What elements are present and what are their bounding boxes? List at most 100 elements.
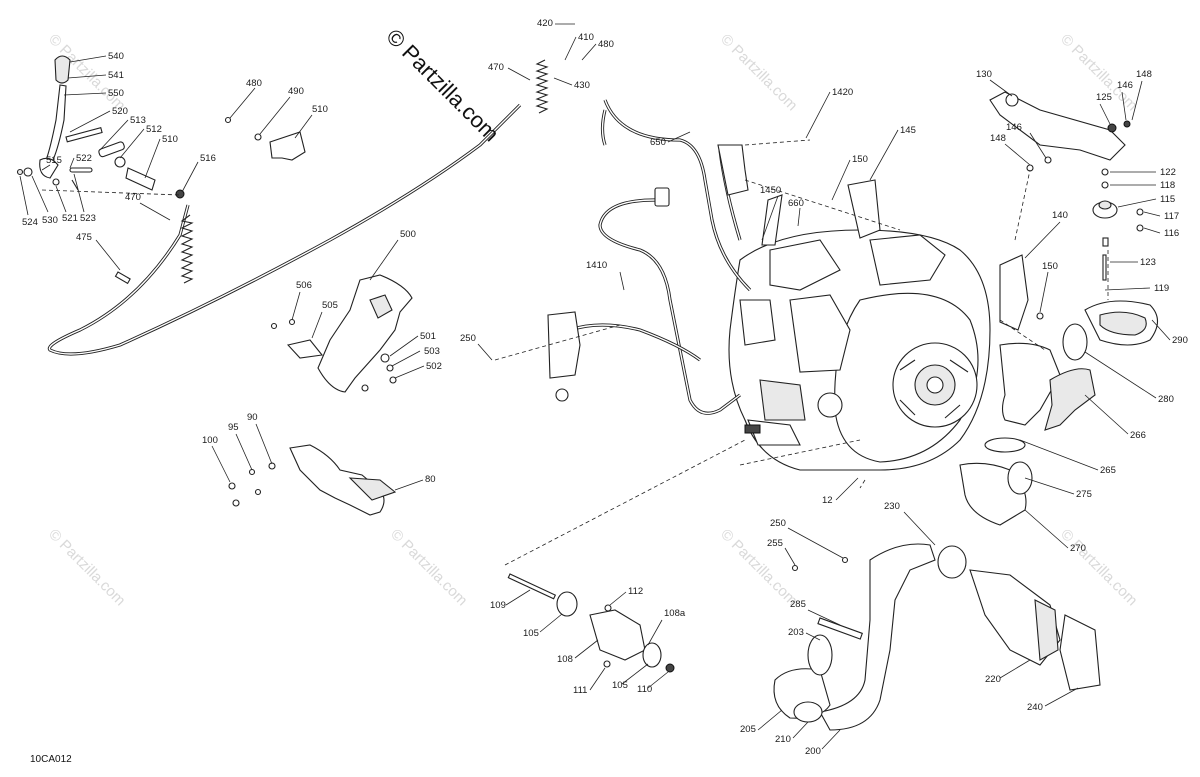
callout-label: 520 bbox=[112, 106, 128, 117]
callout-label: 125 bbox=[1096, 92, 1112, 103]
callout-label: 146 bbox=[1117, 80, 1133, 91]
callout-label: 265 bbox=[1100, 465, 1116, 476]
reference-lines bbox=[41, 139, 1109, 566]
callout-label: 255 bbox=[767, 538, 783, 549]
callout-label: 140 bbox=[1052, 210, 1068, 221]
drawing-code: 10CA012 bbox=[30, 754, 72, 765]
callout-label: 550 bbox=[108, 88, 124, 99]
callout-label: 275 bbox=[1076, 489, 1092, 500]
callout-label: 490 bbox=[288, 86, 304, 97]
callout-label: 500 bbox=[400, 229, 416, 240]
callout-label: 200 bbox=[805, 746, 821, 757]
callout-label: 513 bbox=[130, 115, 146, 126]
bracket-upper bbox=[224, 116, 306, 161]
callout-label: 117 bbox=[1164, 211, 1179, 222]
callout-label: 110 bbox=[637, 684, 652, 695]
callout-label: 119 bbox=[1154, 283, 1169, 294]
callout-label: 470 bbox=[125, 192, 141, 203]
callout-label: 515 bbox=[46, 155, 62, 166]
wiring-harness bbox=[547, 99, 881, 415]
callout-label: 410 bbox=[578, 32, 594, 43]
watermark-main: © Partzilla.com bbox=[381, 24, 504, 147]
callout-label: 420 bbox=[537, 18, 553, 29]
callout-label: 270 bbox=[1070, 543, 1086, 554]
callout-labels: 540 541 550 520 513 512 510 522 515 516 … bbox=[22, 18, 1188, 757]
watermark-faint: © Partzilla.com bbox=[717, 31, 800, 114]
callout-label: 203 bbox=[788, 627, 804, 638]
callout-label: 105 bbox=[612, 680, 628, 691]
callout-label: 111 bbox=[573, 685, 587, 696]
callout-label: 506 bbox=[296, 280, 312, 291]
callout-label: 118 bbox=[1160, 180, 1175, 191]
callout-label: 240 bbox=[1027, 702, 1043, 713]
callout-label: 116 bbox=[1164, 228, 1179, 239]
callout-label: 220 bbox=[985, 674, 1001, 685]
watermark-faint: © Partzilla.com bbox=[1057, 526, 1140, 609]
callout-label: 122 bbox=[1160, 167, 1176, 178]
callout-label: 95 bbox=[228, 422, 239, 433]
callout-label: 470 bbox=[488, 62, 504, 73]
callout-label: 108 bbox=[557, 654, 573, 665]
callout-label: 12 bbox=[822, 495, 833, 506]
callout-label: 145 bbox=[900, 125, 916, 136]
callout-label: 148 bbox=[1136, 69, 1152, 80]
callout-label: 521 bbox=[62, 213, 78, 224]
callout-label: 266 bbox=[1130, 430, 1146, 441]
callout-label: 530 bbox=[42, 215, 58, 226]
callout-label: 150 bbox=[852, 154, 868, 165]
callout-label: 512 bbox=[146, 124, 162, 135]
callout-label: 516 bbox=[200, 153, 216, 164]
pedal-assembly bbox=[228, 444, 397, 516]
callout-label: 1410 bbox=[586, 260, 607, 271]
callout-label: 501 bbox=[420, 331, 436, 342]
callout-label: 210 bbox=[775, 734, 791, 745]
shifter-cable bbox=[47, 59, 549, 356]
callout-label: 285 bbox=[790, 599, 806, 610]
watermark-faint: © Partzilla.com bbox=[717, 526, 800, 609]
watermark-faint: © Partzilla.com bbox=[387, 526, 470, 609]
callout-label: 524 bbox=[22, 217, 38, 228]
callout-label: 123 bbox=[1140, 257, 1156, 268]
callout-label: 650 bbox=[650, 137, 666, 148]
callout-label: 250 bbox=[460, 333, 476, 344]
callout-label: 250 bbox=[770, 518, 786, 529]
callout-label: 90 bbox=[247, 412, 258, 423]
callout-label: 480 bbox=[598, 39, 614, 50]
callout-label: 230 bbox=[884, 501, 900, 512]
leader-lines bbox=[19, 23, 1171, 750]
starter-assembly bbox=[507, 573, 675, 673]
engine-mount-bracket bbox=[989, 91, 1144, 331]
callout-label: 1420 bbox=[832, 87, 853, 98]
callout-label: 112 bbox=[628, 586, 643, 597]
callout-label: 1450 bbox=[760, 185, 781, 196]
callout-label: 130 bbox=[976, 69, 992, 80]
callout-label: 146 bbox=[1006, 122, 1022, 133]
intake-ducts bbox=[959, 300, 1159, 526]
shifter-mount-bracket bbox=[270, 274, 413, 393]
callout-label: 510 bbox=[162, 134, 178, 145]
callout-label: 105 bbox=[523, 628, 539, 639]
callout-label: 109 bbox=[490, 600, 506, 611]
callout-label: 475 bbox=[76, 232, 92, 243]
callout-label: 510 bbox=[312, 104, 328, 115]
callout-label: 100 bbox=[202, 435, 218, 446]
callout-label: 115 bbox=[1160, 194, 1175, 205]
callout-label: 502 bbox=[426, 361, 442, 372]
callout-label: 150 bbox=[1042, 261, 1058, 272]
callout-label: 148 bbox=[990, 133, 1006, 144]
callout-label: 80 bbox=[425, 474, 436, 485]
callout-label: 280 bbox=[1158, 394, 1174, 405]
engine-block bbox=[728, 229, 991, 471]
callout-label: 430 bbox=[574, 80, 590, 91]
callout-label: 522 bbox=[76, 153, 92, 164]
callout-label: 505 bbox=[322, 300, 338, 311]
callout-label: 523 bbox=[80, 213, 96, 224]
callout-label: 540 bbox=[108, 51, 124, 62]
callout-label: 480 bbox=[246, 78, 262, 89]
callout-label: 541 bbox=[108, 70, 124, 81]
callout-label: 503 bbox=[424, 346, 440, 357]
shifter-assembly bbox=[16, 55, 185, 199]
callout-label: 108a bbox=[664, 608, 686, 619]
